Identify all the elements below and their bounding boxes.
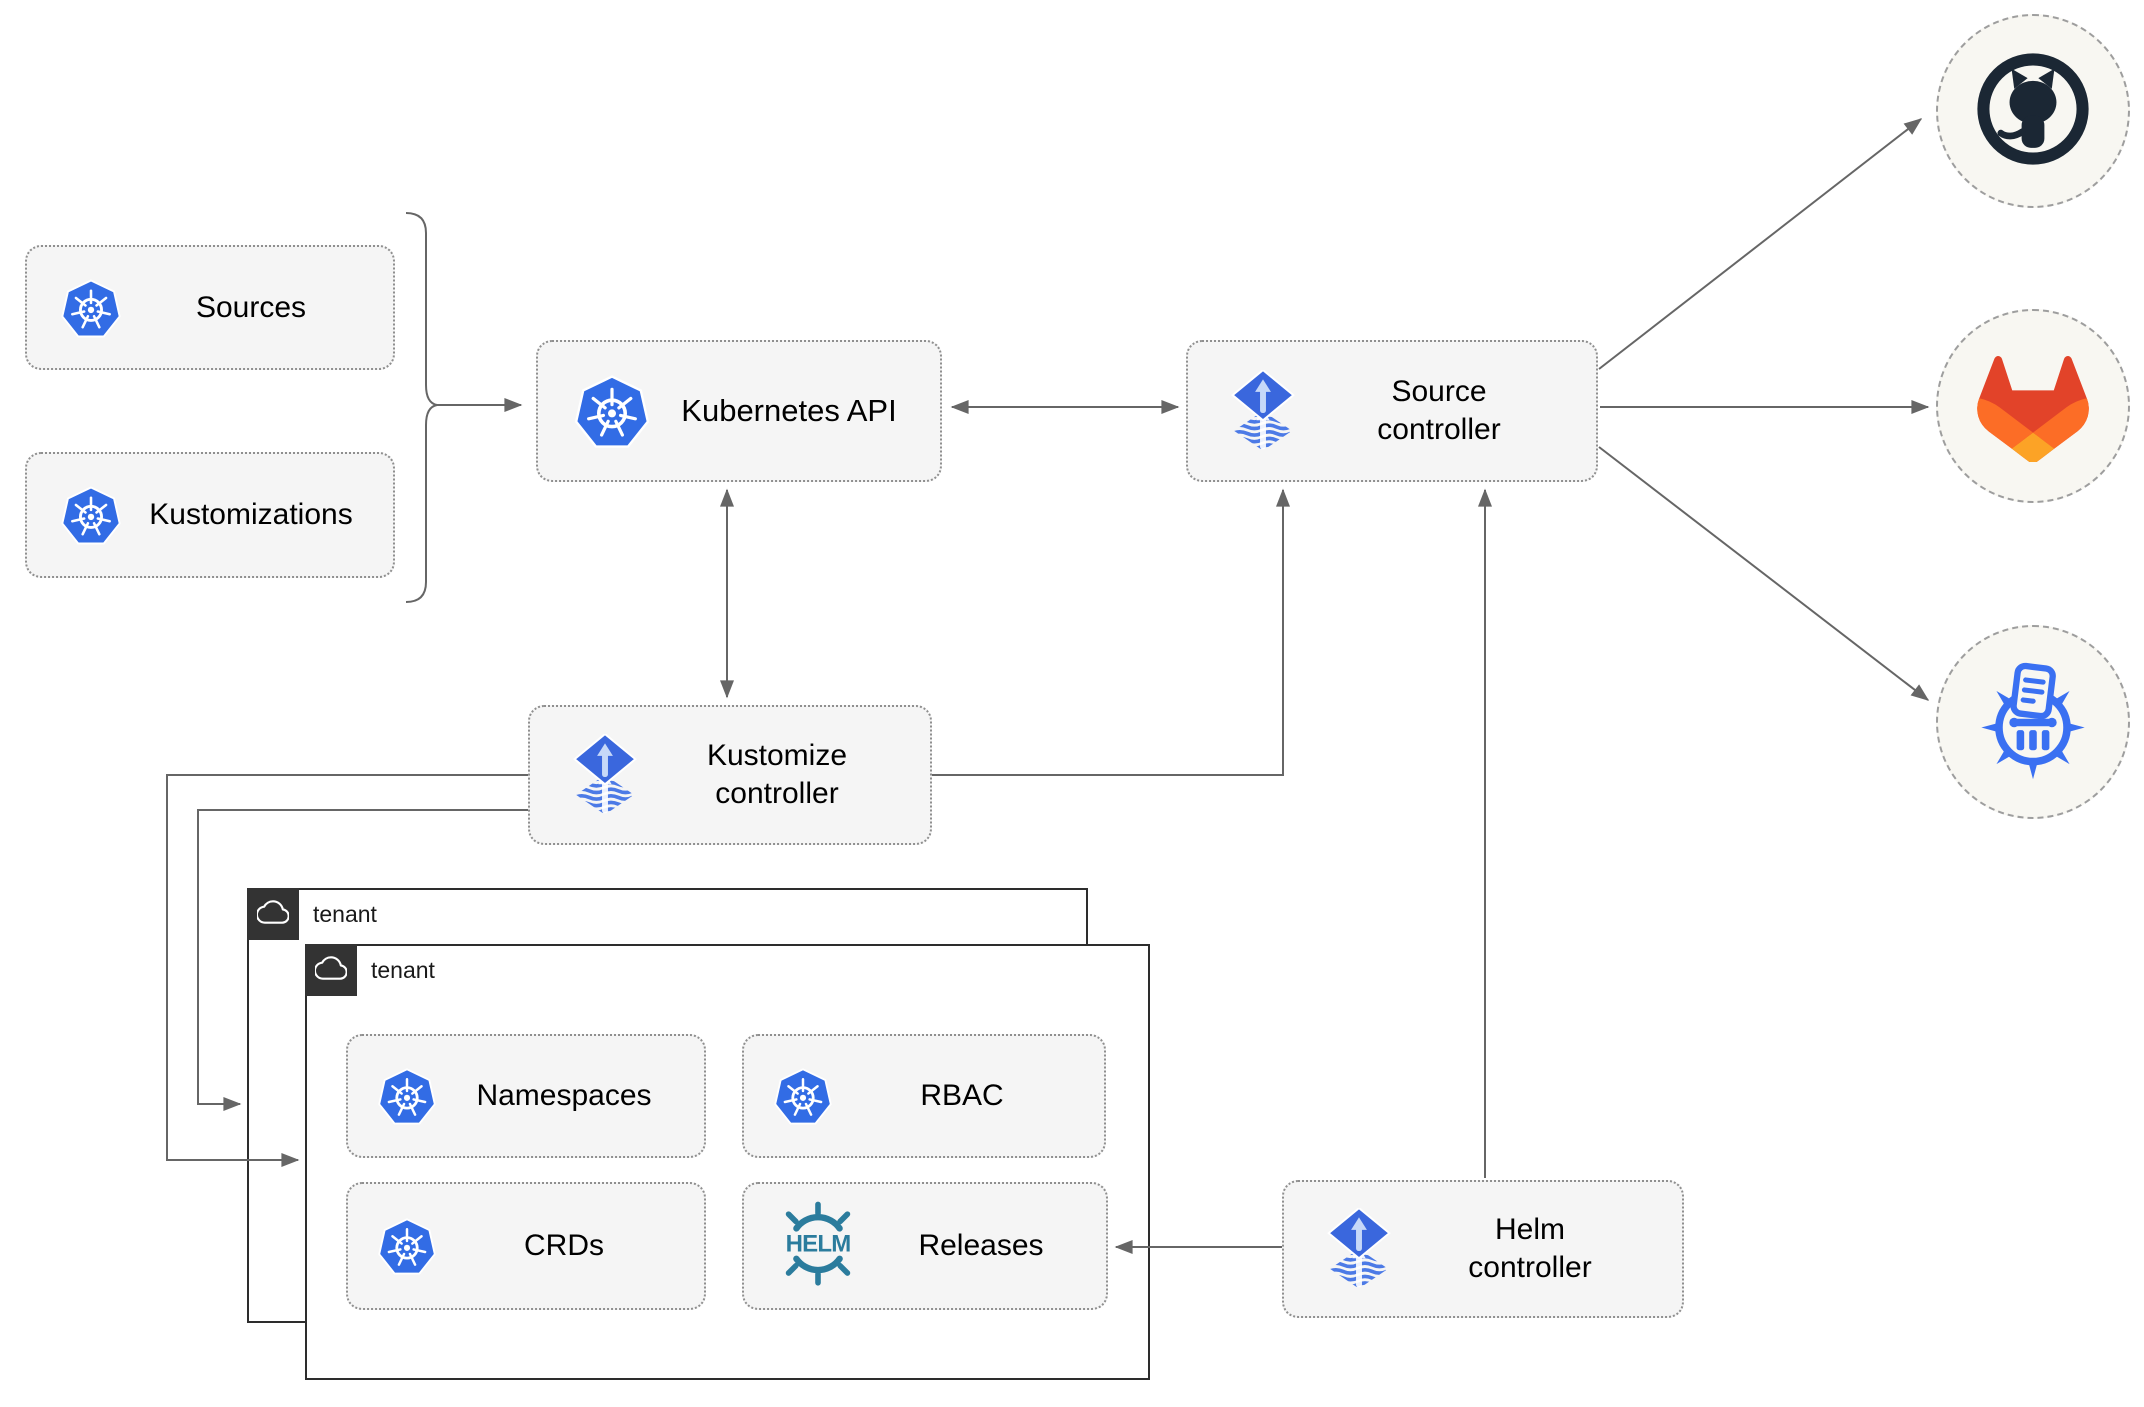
gitlab-icon xyxy=(1972,346,2094,467)
node-rbac: RBAC xyxy=(742,1034,1106,1158)
node-label: Kubernetes API xyxy=(681,393,897,428)
node-label: Namespaces xyxy=(476,1079,652,1112)
edge-source-to-github xyxy=(1598,118,1923,370)
node-label: Kustomize controller xyxy=(706,739,848,810)
node-helm-controller: Helm controller xyxy=(1282,1180,1684,1318)
node-label: Source controller xyxy=(1377,375,1501,446)
kubernetes-icon xyxy=(376,1215,438,1277)
external-gitlab xyxy=(1936,309,2130,503)
cloud-icon xyxy=(257,896,289,933)
tenant-inner-label: tenant xyxy=(371,957,435,983)
flux-icon xyxy=(1326,1208,1392,1290)
node-kubernetes-api: Kubernetes API xyxy=(536,340,942,482)
tenant-box-inner: tenant xyxy=(305,944,1150,1380)
node-label: RBAC xyxy=(920,1079,1004,1112)
node-kustomizations: Kustomizations xyxy=(25,452,395,578)
tenant-outer-tag xyxy=(247,888,299,940)
kubernetes-icon xyxy=(772,1065,834,1127)
node-namespaces: Namespaces xyxy=(346,1034,706,1158)
external-helm-repository xyxy=(1936,625,2130,819)
github-icon xyxy=(1966,42,2100,181)
node-releases: HELM Releases xyxy=(742,1182,1108,1310)
node-label: CRDs xyxy=(524,1229,604,1262)
bracket-sources-group xyxy=(405,212,438,603)
edge-kustomize-to-source-controller xyxy=(932,488,1290,776)
node-label: Releases xyxy=(918,1229,1044,1262)
kubernetes-icon xyxy=(376,1065,438,1127)
flux-icon xyxy=(572,734,638,816)
tenant-outer-label: tenant xyxy=(313,901,377,927)
edge-source-to-helm-repository xyxy=(1598,446,1930,701)
node-label: Sources xyxy=(195,290,307,324)
node-label: Kustomizations xyxy=(149,498,353,531)
node-sources: Sources xyxy=(25,245,395,370)
kubernetes-icon xyxy=(59,483,123,547)
node-label: Helm controller xyxy=(1468,1213,1592,1284)
helm-icon: HELM xyxy=(766,1201,870,1291)
helm-logo-text: HELM xyxy=(786,1231,851,1258)
node-crds: CRDs xyxy=(346,1182,706,1310)
tenant-inner-tag xyxy=(305,944,357,996)
helm-repository-icon xyxy=(1970,657,2096,788)
flux-icon xyxy=(1230,370,1296,452)
cloud-icon xyxy=(315,952,347,989)
external-github xyxy=(1936,14,2130,208)
kubernetes-icon xyxy=(572,371,652,451)
kubernetes-icon xyxy=(59,276,123,340)
node-source-controller: Source controller xyxy=(1186,340,1598,482)
node-kustomize-controller: Kustomize controller xyxy=(528,705,932,845)
